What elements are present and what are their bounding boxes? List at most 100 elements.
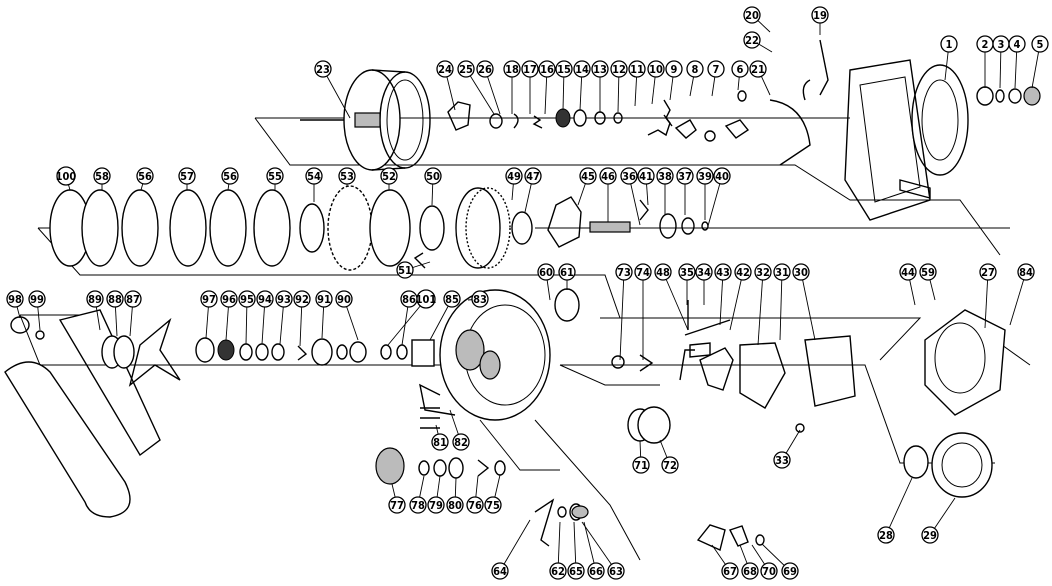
callout-circle [457, 60, 475, 78]
callout-number: 97 [202, 293, 216, 306]
callout-38: 38 [656, 167, 674, 215]
callout-73: 73 [615, 263, 633, 361]
callout-79: 79 [427, 475, 445, 514]
callout-number: 40 [715, 170, 729, 183]
callout-circle [275, 290, 293, 308]
callout-59: 59 [919, 263, 937, 301]
callout-number: 94 [258, 293, 272, 306]
callout-number: 98 [8, 293, 22, 306]
callout-25: 25 [457, 60, 495, 115]
callout-84: 84 [1009, 263, 1035, 326]
callout-39: 39 [696, 167, 714, 220]
callout-circle [695, 263, 713, 281]
callout-number: 18 [505, 63, 519, 76]
callout-circle [899, 263, 917, 281]
callout-circle [106, 290, 124, 308]
callout-68: 68 [739, 544, 759, 580]
callout-63: 63 [581, 521, 625, 580]
callout-95: 95 [238, 290, 256, 345]
callout-circle [1017, 263, 1035, 281]
callout-number: 7 [713, 63, 720, 76]
callout-number: 35 [680, 266, 694, 279]
callout-99: 99 [28, 290, 46, 331]
callout-37: 37 [676, 167, 694, 215]
callout-4: 4 [1008, 35, 1026, 89]
callout-circle [200, 290, 218, 308]
callout-circle [256, 290, 274, 308]
callout-number: 56 [138, 170, 152, 183]
callout-number: 11 [630, 63, 644, 76]
callout-number: 66 [589, 565, 603, 578]
callout-circle [6, 290, 24, 308]
callout-number: 32 [756, 266, 770, 279]
callout-64: 64 [491, 519, 531, 580]
callout-circle [615, 263, 633, 281]
callout-circle [620, 167, 638, 185]
callout-53: 53 [338, 167, 356, 186]
callout-circle [591, 60, 609, 78]
callout-leader-line [779, 271, 783, 341]
callout-circle [678, 263, 696, 281]
callout-circle [335, 290, 353, 308]
callout-5: 5 [1031, 35, 1049, 89]
callout-number: 54 [307, 170, 321, 183]
callout-46: 46 [599, 167, 617, 222]
callout-circle [587, 562, 605, 580]
callout-circle [607, 562, 625, 580]
callout-2: 2 [976, 35, 994, 88]
callout-circle [773, 263, 791, 281]
callout-number: 92 [295, 293, 309, 306]
callout-number: 60 [539, 266, 553, 279]
callout-number: 44 [901, 266, 915, 279]
callout-number: 5 [1037, 38, 1044, 51]
callout-number: 19 [813, 9, 827, 22]
callout-circle [505, 167, 523, 185]
callout-circle [921, 526, 939, 544]
callout-circle [93, 167, 111, 185]
callout-circle [220, 290, 238, 308]
callout-number: 68 [743, 565, 757, 578]
callout-number: 96 [222, 293, 236, 306]
callout-number: 38 [658, 170, 672, 183]
callout-number: 82 [454, 436, 468, 449]
callout-61: 61 [558, 263, 576, 290]
callout-94: 94 [256, 290, 274, 345]
callout-circle [760, 562, 778, 580]
callout-number: 6 [737, 63, 744, 76]
callout-58: 58 [93, 167, 111, 190]
callout-number: 81 [433, 436, 447, 449]
callout-24: 24 [436, 60, 456, 111]
callout-circle [665, 60, 683, 78]
callout-83: 83 [467, 290, 489, 308]
callout-leader-line [322, 68, 351, 119]
callout-circle [293, 290, 311, 308]
callout-85: 85 [429, 290, 461, 341]
callout-circle [424, 167, 442, 185]
callout-circle [713, 167, 731, 185]
callout-42: 42 [729, 263, 752, 331]
callout-circle [610, 60, 628, 78]
callout-circle [781, 562, 799, 580]
callout-circle [1031, 35, 1049, 53]
callout-circle [940, 35, 958, 53]
callout-number: 62 [551, 565, 565, 578]
callout-number: 47 [526, 170, 540, 183]
callout-33: 33 [773, 429, 801, 469]
callout-number: 4 [1014, 38, 1021, 51]
callout-number: 84 [1019, 266, 1033, 279]
callout-circle [221, 167, 239, 185]
callout-circle [136, 167, 154, 185]
callout-number: 24 [438, 63, 452, 76]
callout-circle [555, 60, 573, 78]
callout-circle [238, 290, 256, 308]
callout-number: 26 [478, 63, 492, 76]
callout-number: 27 [981, 266, 995, 279]
callout-number: 99 [30, 293, 44, 306]
callout-leader-line [757, 271, 764, 346]
callout-60: 60 [537, 263, 555, 301]
callout-75: 75 [484, 474, 502, 514]
callout-number: 101 [416, 293, 437, 306]
callout-leader-line [885, 477, 913, 536]
